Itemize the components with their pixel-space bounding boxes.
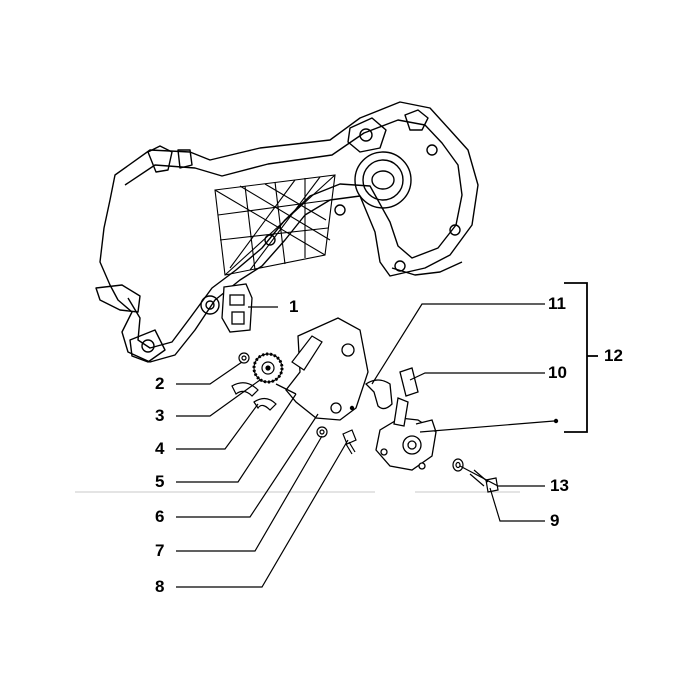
leader-13 xyxy=(459,465,545,487)
part-6-strap xyxy=(291,335,323,371)
part-12-oil-pump-assembly xyxy=(375,397,437,471)
leader-8 xyxy=(176,439,349,588)
callout-6: 6 xyxy=(155,507,165,526)
callout-2: 2 xyxy=(155,374,165,393)
part-7-screw xyxy=(316,426,328,438)
leader-6 xyxy=(176,413,319,518)
part-2-washer xyxy=(238,352,250,364)
leader-7 xyxy=(176,435,323,552)
leader-12-dot xyxy=(419,420,555,433)
part-5-pump-cover xyxy=(275,317,369,421)
callout-5: 5 xyxy=(155,472,165,491)
callout-3: 3 xyxy=(155,406,165,425)
callout-8: 8 xyxy=(155,577,165,596)
leader-2 xyxy=(176,361,243,385)
leader-4 xyxy=(176,403,259,450)
leader-3 xyxy=(176,379,261,417)
callout-7: 7 xyxy=(155,541,165,560)
part-10-short-hose xyxy=(399,367,419,397)
leader-10 xyxy=(409,372,545,381)
callout-1: 1 xyxy=(289,297,299,316)
part-8-bolt xyxy=(342,429,357,455)
leader-lines xyxy=(176,303,555,588)
part-11-hose xyxy=(364,379,393,410)
part-marker-dot xyxy=(349,405,355,411)
callout-4: 4 xyxy=(155,439,165,458)
part-1-gasket-block xyxy=(221,283,253,333)
leader-5 xyxy=(176,393,297,483)
callout-12: 12 xyxy=(604,346,623,365)
leader-9 xyxy=(489,487,545,522)
callout-11: 11 xyxy=(548,294,566,313)
crankcase-housing xyxy=(95,101,479,363)
callout-10: 10 xyxy=(548,363,567,382)
callout-13: 13 xyxy=(550,476,569,495)
part-4-chain-segment xyxy=(231,382,277,411)
group-marker-dot xyxy=(553,418,559,424)
group-bracket-12 xyxy=(564,282,598,433)
part-13-washer xyxy=(452,458,464,472)
part-3-drive-gear xyxy=(252,352,284,384)
leader-11 xyxy=(371,303,545,385)
callout-9: 9 xyxy=(550,511,560,530)
crankcase-lattice-ribs xyxy=(214,174,336,276)
